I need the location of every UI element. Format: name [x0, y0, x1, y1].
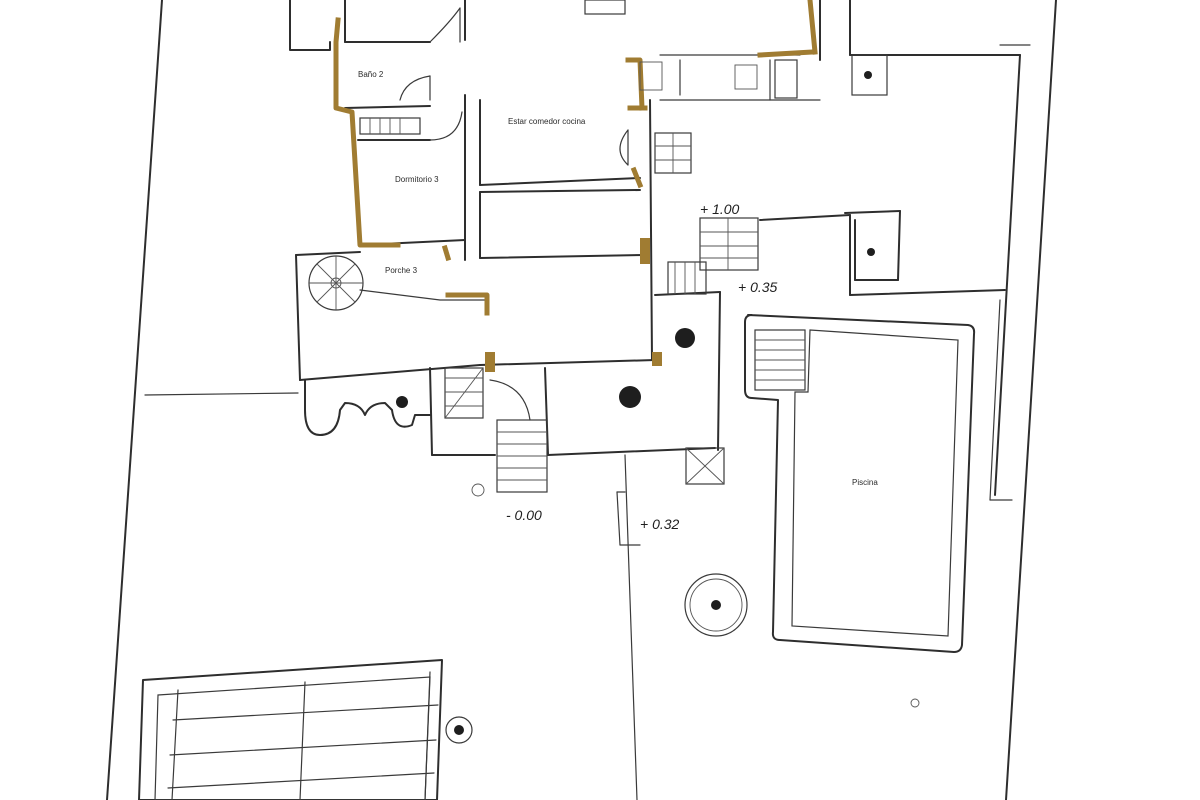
room-label-bedroom: Dormitorio 3 [395, 175, 439, 184]
room-label-pool: Piscina [852, 478, 878, 487]
spiral-staircase [308, 255, 364, 311]
level-pool-terrace: + 0.35 [738, 279, 778, 295]
swimming-pool [744, 314, 976, 653]
level-upper-terrace: + 1.00 [700, 201, 740, 217]
plot-boundary [106, 0, 1057, 800]
highlighted-walls [333, 0, 818, 372]
room-label-porch: Porche 3 [385, 266, 418, 275]
room-label-bathroom: Baño 2 [358, 70, 384, 79]
stairs [444, 132, 759, 493]
trees [396, 71, 875, 408]
doors [399, 7, 629, 166]
level-garden: + 0.32 [640, 516, 680, 532]
house-walls [289, 0, 1021, 800]
pergola [138, 659, 443, 800]
room-labels: Baño 2 Estar comedor cocina Dormitorio 3… [358, 70, 878, 487]
level-entrance: - 0.00 [506, 507, 542, 523]
garden-features [445, 573, 748, 744]
level-markers: + 1.00 + 0.35 - 0.00 + 0.32 [506, 201, 778, 532]
fixtures [359, 0, 920, 708]
room-label-living: Estar comedor cocina [508, 117, 586, 126]
